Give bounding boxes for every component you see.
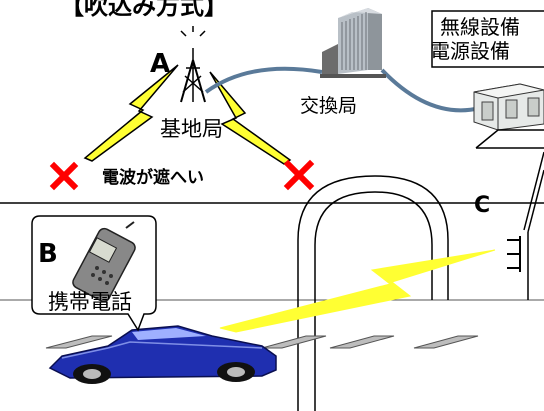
- cable-exchange-to-facility: [380, 68, 481, 113]
- base-station-tower: [180, 26, 206, 103]
- feeder-cable: [523, 151, 544, 231]
- road-marking-1: [45, 335, 113, 349]
- label-exchange: 交換局: [300, 95, 357, 117]
- label-point-b: B: [38, 239, 58, 269]
- road-marking-2: [261, 335, 327, 349]
- facility-box: [431, 10, 544, 68]
- mobile-phone-icon: [72, 221, 136, 303]
- equipment-racks: [473, 83, 544, 131]
- label-facility-line2: 電源設備: [430, 39, 510, 63]
- blocked-mark-right: [283, 159, 315, 191]
- label-facility-line1: 無線設備: [440, 15, 520, 39]
- car: [48, 325, 277, 384]
- label-point-a: A: [150, 49, 170, 79]
- tunnel-outer: [297, 175, 449, 411]
- label-point-c: C: [474, 193, 490, 218]
- blocked-mark-left: [49, 161, 79, 191]
- tunnel-inner: [314, 191, 433, 411]
- radio-wave-c-to-b: [219, 249, 496, 333]
- diagram-title: 【吹込み方式】: [60, 0, 228, 20]
- label-blocked: 電波が遮へい: [102, 167, 204, 188]
- radio-wave-left: [83, 64, 179, 162]
- road-marking-3: [329, 335, 395, 349]
- feeder-cable-2: [527, 169, 544, 233]
- label-mobile-phone: 携帯電話: [48, 290, 132, 314]
- tunnel-antenna: [507, 236, 521, 272]
- road-marking-4: [413, 335, 479, 349]
- facility-floor-outline: [475, 129, 544, 149]
- label-base-station: 基地局: [160, 117, 223, 141]
- exchange-building: [320, 8, 386, 78]
- cable-tower-to-exchange: [204, 66, 323, 94]
